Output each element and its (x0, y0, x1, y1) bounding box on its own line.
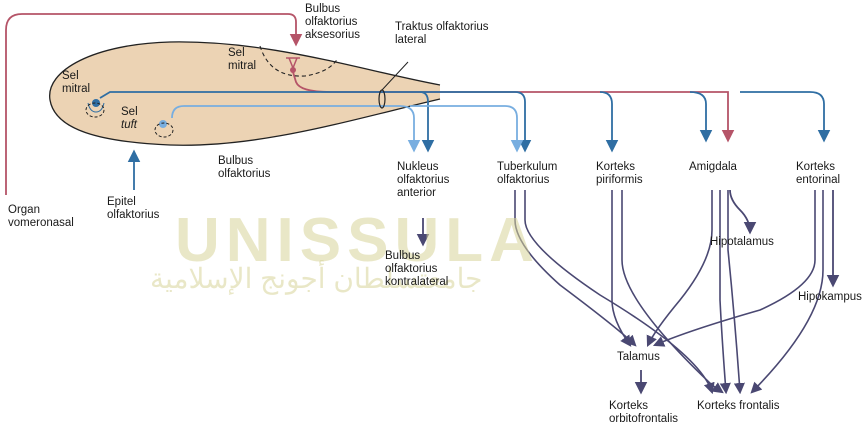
talamus-frontal-projections (515, 190, 823, 392)
label-amigdala: Amigdala (689, 161, 737, 174)
label-hipokampus: Hipokampus (798, 291, 862, 304)
label-korteks-frontalis: Korteks frontalis (697, 400, 779, 413)
amigdala-to-hipotalamus (730, 190, 750, 232)
label-talamus: Talamus (617, 351, 660, 364)
label-hipotalamus: Hipotalamus (710, 236, 774, 249)
